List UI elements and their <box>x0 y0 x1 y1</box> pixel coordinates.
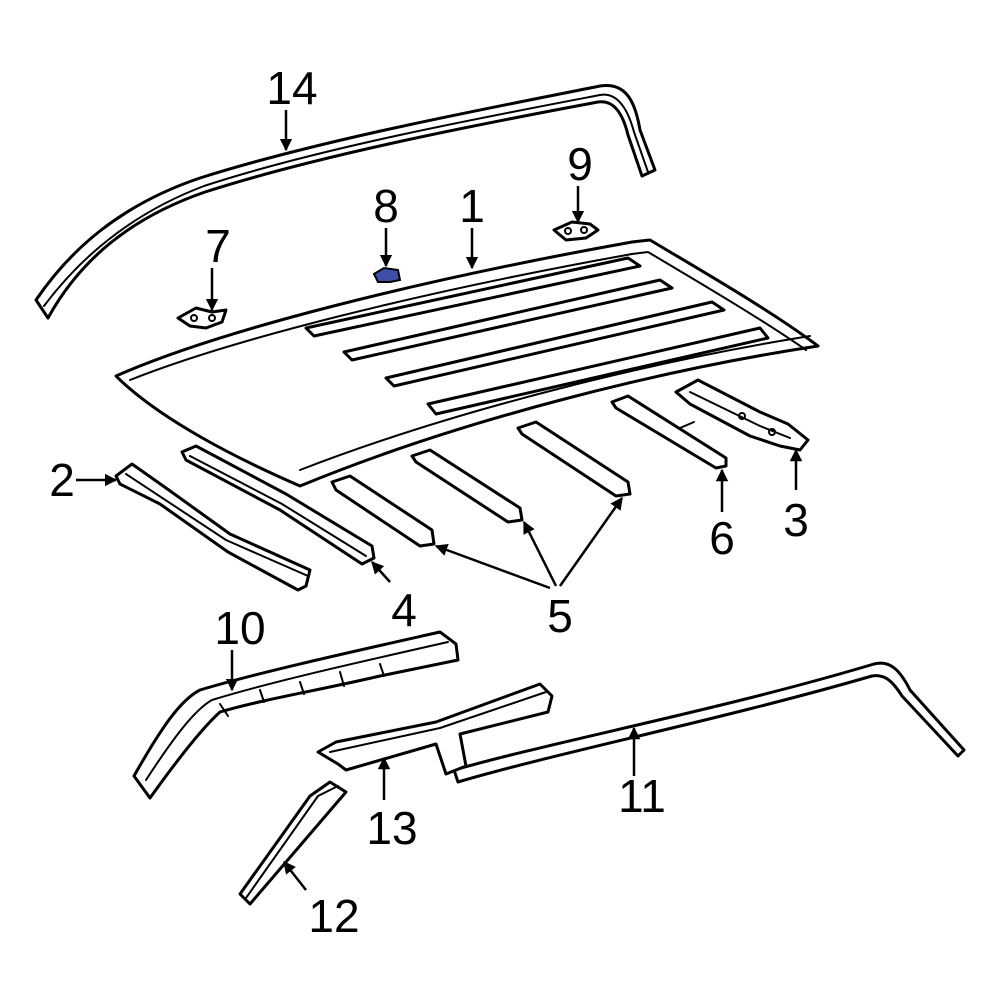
callout-14: 14 <box>266 62 317 114</box>
part-10-side-rail <box>132 630 460 800</box>
part-2-front-header <box>114 462 312 592</box>
leader-lines <box>76 110 803 891</box>
callout-5: 5 <box>547 590 573 642</box>
part-3-rear-header <box>674 378 810 452</box>
callout-1: 1 <box>459 180 485 232</box>
callout-8: 8 <box>373 180 399 232</box>
leader-12 <box>283 861 307 891</box>
roof-ribs <box>304 256 770 416</box>
callout-12: 12 <box>308 890 359 942</box>
leader-5a <box>434 544 551 590</box>
leader-5c <box>558 496 624 587</box>
callout-11: 11 <box>618 770 666 822</box>
callout-10: 10 <box>214 602 265 654</box>
callout-13: 13 <box>366 802 417 854</box>
callout-3: 3 <box>783 494 809 546</box>
part-12-pillar-trim <box>238 780 348 906</box>
part-6-roof-bow <box>610 394 728 470</box>
part-9-bracket <box>552 220 600 242</box>
callout-4: 4 <box>391 584 417 636</box>
part-5-roof-bows <box>330 420 632 548</box>
callout-9: 9 <box>567 138 593 190</box>
leader-4 <box>371 561 391 583</box>
part-8-clip <box>372 266 402 283</box>
callout-labels: 1 2 3 4 5 6 7 8 9 10 11 12 13 14 <box>49 62 809 942</box>
part-7-bracket <box>176 306 228 330</box>
callout-6: 6 <box>709 512 735 564</box>
part-4-front-bow <box>180 444 376 566</box>
callout-2: 2 <box>49 454 75 506</box>
part-14-drip-molding <box>34 83 657 320</box>
part-11-weatherstrip <box>452 661 966 784</box>
part-13-reinforcement <box>316 682 554 776</box>
leader-5b <box>522 520 558 587</box>
callout-7: 7 <box>205 220 231 272</box>
